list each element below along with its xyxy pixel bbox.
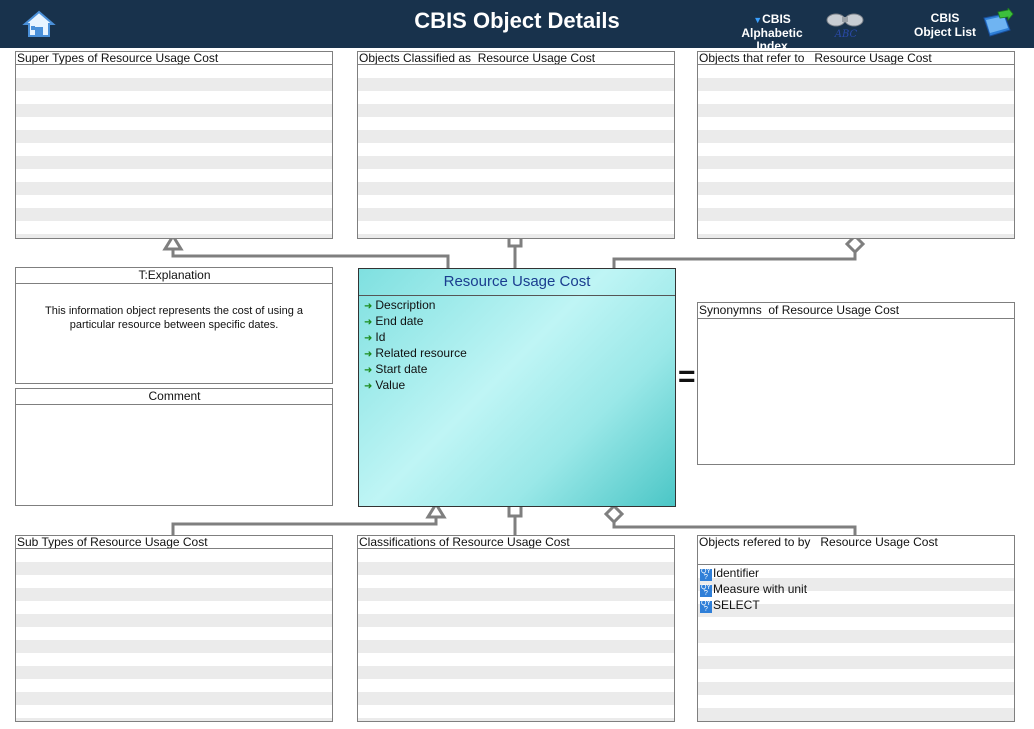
class-name: Resource Usage Cost (359, 269, 675, 296)
referred-by-header: Objects refered to by Resource Usage Cos… (698, 536, 1014, 565)
alphabetic-index-link[interactable]: ▼CBIS Alphabetic Index (722, 13, 822, 53)
referred-by-diamond (603, 503, 625, 525)
classifications-panel: Classifications of Resource Usage Cost (357, 535, 675, 722)
attribute-label: Description (375, 298, 436, 312)
page-title: CBIS Object Details (414, 8, 620, 33)
explanation-header: T:Explanation (16, 268, 332, 284)
list-item-label: SELECT (713, 598, 760, 612)
attribute-item[interactable]: ➜Start date (359, 361, 675, 377)
classified-as-list (358, 65, 674, 238)
binoculars-icon[interactable]: ABC (824, 10, 868, 40)
object-list-link[interactable]: CBIS Object List (912, 11, 978, 39)
arrow-icon: ➜ (364, 365, 373, 376)
abc-label: ABC (834, 29, 858, 40)
comment-panel: Comment (15, 388, 333, 506)
subtypes-header: Sub Types of Resource Usage Cost (16, 536, 332, 549)
arrow-icon: ➜ (364, 301, 373, 312)
referred-by-list: QY?Identifier QY?Measure with unit QY?SE… (698, 565, 1014, 721)
attribute-item[interactable]: ➜Value (359, 377, 675, 393)
supertypes-panel: Super Types of Resource Usage Cost (15, 51, 333, 239)
attribute-item[interactable]: ➜Description (359, 297, 675, 313)
attribute-item[interactable]: ➜Related resource (359, 345, 675, 361)
explanation-text: This information object represents the c… (44, 305, 304, 331)
arrow-icon: ➜ (364, 317, 373, 328)
supertypes-list (16, 65, 332, 238)
comment-header: Comment (16, 389, 332, 405)
list-item[interactable]: QY?Measure with unit (698, 581, 1014, 597)
attribute-list: ➜Description ➜End date ➜Id ➜Related reso… (359, 296, 675, 393)
alpha-index-line2: Index (756, 39, 788, 53)
classifications-header: Classifications of Resource Usage Cost (358, 536, 674, 549)
type-icon: QY? (700, 584, 712, 597)
list-item-label: Identifier (713, 566, 760, 580)
list-item-label: Measure with unit (713, 582, 808, 596)
explanation-panel: T:Explanation This information object re… (15, 267, 333, 384)
arrow-icon: ➜ (364, 349, 373, 360)
attribute-label: Related resource (375, 346, 467, 360)
triangle-icon: ▼ (753, 15, 763, 25)
type-icon: QY? (700, 568, 712, 581)
subtype-arrow (425, 501, 447, 519)
home-icon[interactable] (22, 10, 56, 38)
type-icon: QY? (700, 600, 712, 613)
synonyms-header: Synonymns of Resource Usage Cost (698, 303, 1014, 319)
supertypes-header: Super Types of Resource Usage Cost (16, 52, 332, 65)
attribute-item[interactable]: ➜End date (359, 313, 675, 329)
attribute-label: End date (375, 314, 424, 328)
arrow-icon: ➜ (364, 333, 373, 344)
attribute-label: Value (375, 378, 406, 392)
attribute-item[interactable]: ➜Id (359, 329, 675, 345)
referred-by-panel: Objects refered to by Resource Usage Cos… (697, 535, 1015, 722)
object-list-line2: Object List (913, 25, 976, 39)
list-item[interactable]: QY?SELECT (698, 597, 1014, 613)
refer-to-panel: Objects that refer to Resource Usage Cos… (697, 51, 1015, 239)
subtypes-panel: Sub Types of Resource Usage Cost (15, 535, 333, 722)
list-item[interactable]: QY?Identifier (698, 565, 1014, 581)
main-class-box: Resource Usage Cost ➜Description ➜End da… (358, 268, 676, 507)
attribute-label: Start date (375, 362, 428, 376)
reference-diamond (844, 233, 866, 255)
refer-to-list (698, 65, 1014, 238)
equals-symbol: = (678, 360, 696, 393)
classified-as-header: Objects Classified as Resource Usage Cos… (358, 52, 674, 65)
refer-to-header: Objects that refer to Resource Usage Cos… (698, 52, 1014, 65)
object-list-line1: CBIS (930, 11, 960, 25)
generalization-arrow (162, 233, 184, 251)
classifications-list (358, 549, 674, 721)
alpha-index-line1: CBIS Alphabetic (741, 12, 803, 40)
subtypes-list (16, 549, 332, 721)
arrow-icon: ➜ (364, 381, 373, 392)
top-bar (0, 0, 1034, 48)
synonyms-panel: Synonymns of Resource Usage Cost (697, 302, 1015, 465)
classified-as-panel: Objects Classified as Resource Usage Cos… (357, 51, 675, 239)
book-icon[interactable] (980, 6, 1014, 40)
attribute-label: Id (375, 330, 386, 344)
